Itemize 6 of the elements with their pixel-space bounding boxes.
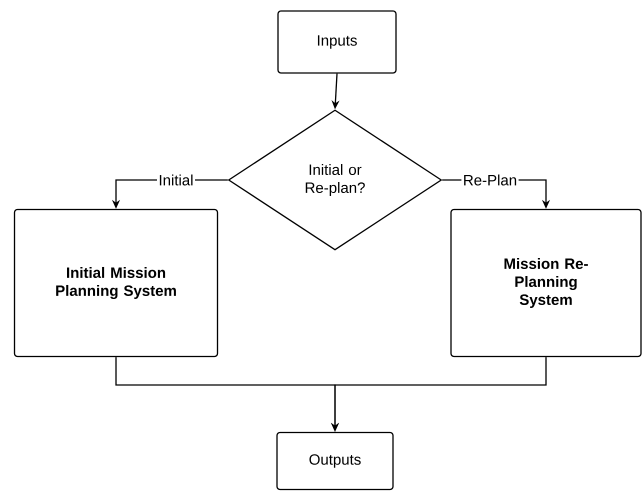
process-box: Inputs bbox=[277, 10, 397, 74]
process-box: Outputs bbox=[276, 432, 394, 490]
edge-label: Re-Plan bbox=[461, 173, 519, 187]
process-box: Mission Re-Planning System bbox=[450, 208, 642, 358]
process-box: Initial Mission Planning System bbox=[14, 208, 218, 358]
edge-label: Initial bbox=[157, 173, 196, 187]
